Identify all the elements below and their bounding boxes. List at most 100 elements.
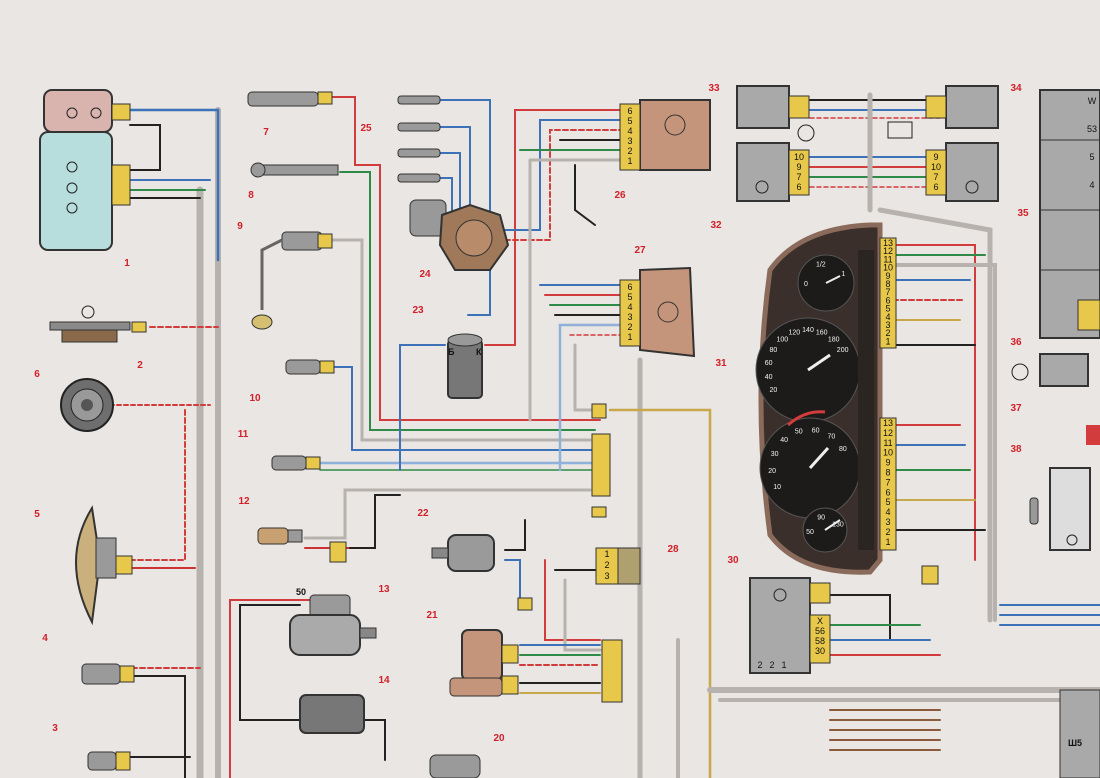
wire-plug-3 <box>439 152 461 216</box>
component-number-28: 28 <box>667 544 679 555</box>
cluster-top-pin-4: 9 <box>885 271 890 281</box>
component-12-temp-sensor <box>257 527 347 563</box>
component-37-switch <box>1011 353 1089 387</box>
component-number-14: 14 <box>378 675 390 686</box>
relay-30-bottom-pin-0: 2 <box>757 660 762 670</box>
relay-30-bottom-pin-2: 1 <box>781 660 786 670</box>
component-number-25: 25 <box>360 123 372 134</box>
speedo-tick-6: 140 <box>802 327 814 334</box>
component-24-distributor <box>409 199 510 271</box>
wire-26-ground <box>574 164 596 226</box>
connector-27-pin-1: 5 <box>627 292 632 302</box>
wire-30-a <box>829 594 891 641</box>
tacho-tick-1: 20 <box>768 468 776 475</box>
wire-black-4 <box>131 675 186 778</box>
cluster-top-pin-12: 1 <box>885 336 890 346</box>
connector-26-pin-2: 4 <box>627 126 632 136</box>
component-number-21: 21 <box>426 610 438 621</box>
connector-32-pin-2: 7 <box>796 172 801 182</box>
component-33-relay <box>736 85 815 142</box>
connector-center <box>517 403 623 703</box>
corner-label: Ш5 <box>1068 738 1082 748</box>
component-25-spark-plugs <box>397 95 441 183</box>
wire-blue-left <box>126 108 220 262</box>
connector-28-pin-2: 3 <box>604 571 609 581</box>
component-20-sensor <box>429 754 481 778</box>
cluster-bottom-pin-12: 1 <box>885 537 890 547</box>
cluster-bottom-pin-8: 5 <box>885 497 890 507</box>
component-28-connector <box>595 547 641 585</box>
coil-pin-b: Б <box>448 347 455 357</box>
connector-pin-stacks: 6543216543211231097691076131211109876543… <box>604 96 1097 670</box>
pin-labels: Б К 50 Ш5 <box>296 347 1082 748</box>
component-number-34: 34 <box>1010 83 1022 94</box>
cluster-top-pin-3: 10 <box>883 263 893 273</box>
component-23-ignition-coil <box>447 333 483 399</box>
wire-black-left <box>129 124 161 171</box>
relay-30-pin-1: 56 <box>815 626 825 636</box>
component-number-24: 24 <box>419 269 431 280</box>
component-38-ignition-switch <box>1029 467 1091 551</box>
wire-coil-k <box>484 109 621 346</box>
wire-plug-1 <box>439 99 491 216</box>
wire-gold <box>608 408 712 778</box>
connector-35-pin-0: 9 <box>933 152 938 162</box>
connector-32-pin-1: 9 <box>796 162 801 172</box>
cluster-bottom-pin-4: 9 <box>885 458 890 468</box>
cluster-top-pin-6: 7 <box>885 287 890 297</box>
cluster-bottom-pin-1: 12 <box>883 428 893 438</box>
speedo-tick-2: 60 <box>765 360 773 367</box>
component-number-9: 9 <box>237 221 243 232</box>
component-10-oil-pressure-sensor <box>285 359 335 375</box>
cluster-bottom-pin-6: 7 <box>885 477 890 487</box>
cluster-top-pin-8: 5 <box>885 304 890 314</box>
component-number-4: 4 <box>42 633 48 644</box>
component-35-switch <box>925 142 999 202</box>
cluster-bottom-pin-0: 13 <box>883 418 893 428</box>
tacho-tick-6: 70 <box>828 434 836 441</box>
component-number-20: 20 <box>493 733 505 744</box>
wire-dist-coil <box>467 254 491 316</box>
cluster-bottom-pin-11: 2 <box>885 527 890 537</box>
component-number-38: 38 <box>1010 444 1022 455</box>
wire-red-5 <box>129 409 186 561</box>
connector-right-small <box>921 425 1100 585</box>
component-21-distributor-sensor <box>449 629 519 697</box>
component-27-commutator <box>619 266 696 358</box>
right-edge-pin-0: W <box>1088 96 1097 106</box>
wire-13 <box>229 599 311 778</box>
fuel-tick-1: 1/2 <box>816 262 826 269</box>
right-edge-pin-1: 53 <box>1087 124 1097 134</box>
tacho-tick-0: 10 <box>773 484 781 491</box>
wire-12 <box>303 488 592 540</box>
component-13-starter <box>289 594 377 656</box>
fuel-tick-0: 0 <box>804 281 808 288</box>
connector-26-pin-1: 5 <box>627 116 632 126</box>
speedo-tick-0: 20 <box>769 387 777 394</box>
component-6-horn <box>60 378 114 432</box>
component-number-1: 1 <box>124 258 130 269</box>
wire-22 <box>504 519 526 551</box>
speedo-tick-7: 160 <box>816 329 828 336</box>
component-4-switch <box>81 663 135 685</box>
relay-30-bottom-pin-1: 2 <box>769 660 774 670</box>
connector-35-pin-2: 7 <box>933 172 938 182</box>
component-number-12: 12 <box>238 496 250 507</box>
right-edge-pin-2: 5 <box>1089 152 1094 162</box>
component-number-2: 2 <box>137 360 143 371</box>
wire-14 <box>364 719 386 761</box>
wire-26-e <box>528 158 622 422</box>
speedo-tick-3: 80 <box>769 347 777 354</box>
connector-26-pin-0: 6 <box>627 106 632 116</box>
temp-tick-0: 50 <box>806 529 814 536</box>
cluster-top-pin-2: 11 <box>883 254 892 264</box>
coil-pin-k: К <box>476 347 482 357</box>
component-number-32: 32 <box>710 220 722 231</box>
temp-tick-1: 90 <box>817 515 825 522</box>
wire-coil-b <box>399 344 446 471</box>
component-3-switch <box>87 751 131 771</box>
speedo-tick-5: 120 <box>788 329 800 336</box>
